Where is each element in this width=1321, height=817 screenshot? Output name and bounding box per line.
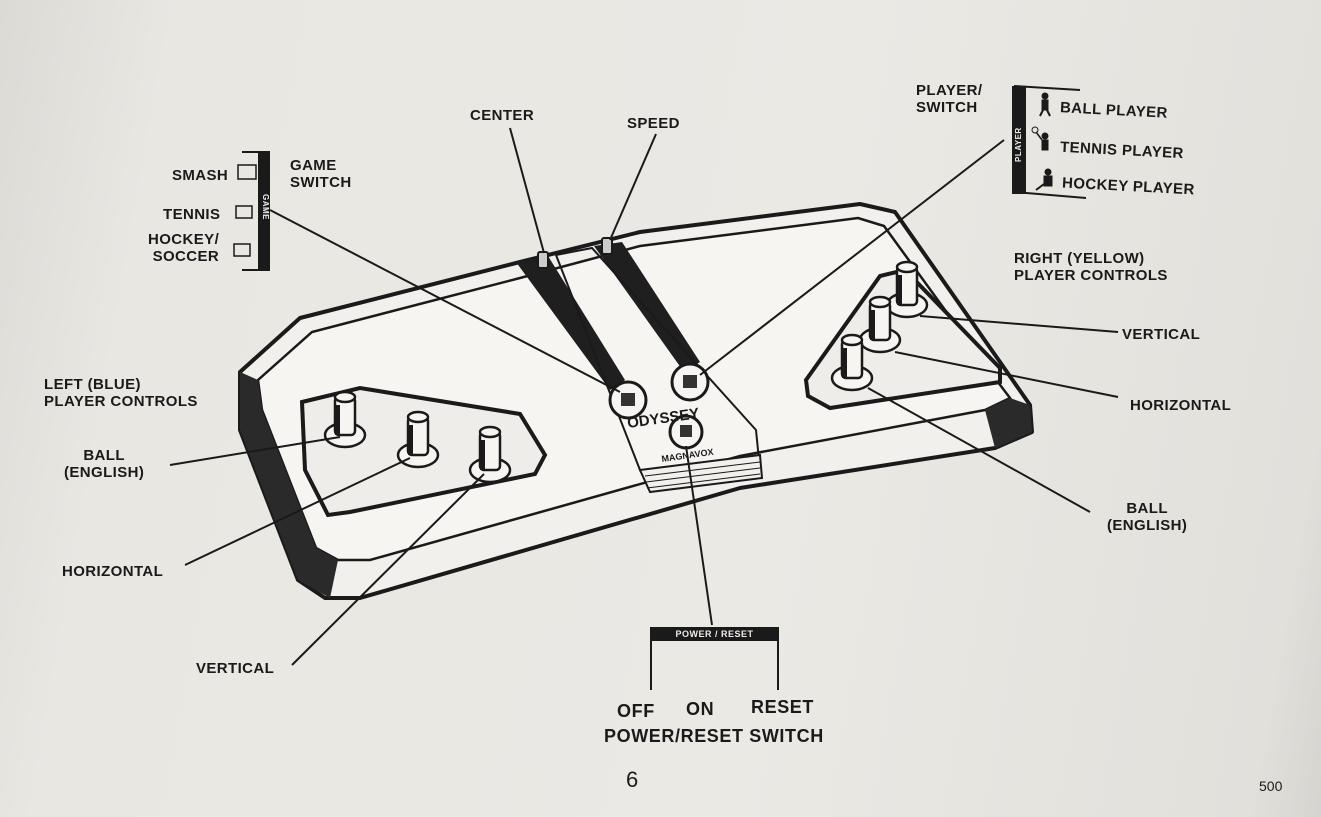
callout-lines bbox=[169, 127, 1119, 666]
left-ball-line-1: BALL bbox=[83, 447, 125, 464]
left-horizontal-knob bbox=[396, 410, 440, 469]
power-reset-tag: POWER / RESET bbox=[651, 628, 778, 640]
reset-label: RESET bbox=[751, 697, 815, 717]
game-switch-bracket bbox=[233, 151, 270, 271]
power-reset-switch-label: POWER/RESET SWITCH bbox=[604, 726, 824, 746]
player-switch-button bbox=[670, 362, 710, 402]
soccer-line: SOCCER bbox=[152, 248, 220, 265]
page-number: 6 bbox=[626, 767, 639, 792]
left-ball-label: BALL (ENGLISH) bbox=[64, 447, 144, 481]
game-switch-line-1: GAME bbox=[290, 157, 337, 174]
left-controls-line-1: LEFT (BLUE) bbox=[44, 376, 141, 393]
speed-label: SPEED bbox=[627, 115, 680, 132]
player-switch-bracket bbox=[1012, 85, 1087, 199]
player-switch-line-2: SWITCH bbox=[916, 99, 978, 116]
left-controls-label: LEFT (BLUE) PLAYER CONTROLS bbox=[44, 376, 198, 410]
off-label: OFF bbox=[617, 701, 655, 721]
game-switch-label: GAME SWITCH bbox=[290, 157, 352, 191]
right-ball-line-1: BALL bbox=[1126, 500, 1168, 517]
right-ball-label: BALL (ENGLISH) bbox=[1107, 500, 1187, 534]
right-horizontal-label: HORIZONTAL bbox=[1130, 397, 1232, 414]
center-knob bbox=[537, 251, 549, 269]
left-vertical-knob bbox=[468, 425, 512, 484]
player-tag: PLAYER bbox=[1014, 127, 1023, 162]
left-vertical-label: VERTICAL bbox=[196, 660, 275, 677]
on-label: ON bbox=[686, 699, 715, 719]
smash-label: SMASH bbox=[172, 167, 229, 184]
right-controls-line-2: PLAYER CONTROLS bbox=[1014, 267, 1168, 284]
left-horizontal-label: HORIZONTAL bbox=[62, 563, 164, 580]
left-ball-line-2: (ENGLISH) bbox=[64, 464, 145, 481]
hockey-line: HOCKEY/ bbox=[148, 231, 220, 248]
hockey-player-icon bbox=[1035, 168, 1053, 191]
right-vertical-knob bbox=[885, 260, 929, 319]
player-icons bbox=[1031, 92, 1053, 191]
hockey-soccer-label: HOCKEY/ SOCCER bbox=[148, 231, 219, 265]
left-controls-line-2: PLAYER CONTROLS bbox=[44, 393, 198, 410]
right-controls-label: RIGHT (YELLOW) PLAYER CONTROLS bbox=[1014, 250, 1168, 284]
page-code: 500 bbox=[1259, 778, 1283, 794]
game-tag: GAME bbox=[261, 194, 270, 220]
center-label: CENTER bbox=[470, 107, 535, 124]
ball-player-icon bbox=[1039, 92, 1051, 117]
tennis-player-icon bbox=[1031, 126, 1049, 151]
right-controls-line-1: RIGHT (YELLOW) bbox=[1014, 250, 1145, 267]
right-ball-knob bbox=[830, 333, 874, 392]
tennis-label: TENNIS bbox=[163, 206, 221, 223]
right-horizontal-knob bbox=[858, 295, 902, 354]
speed-knob bbox=[601, 237, 613, 255]
player-switch-label: PLAYER/ SWITCH bbox=[916, 82, 982, 116]
left-ball-knob bbox=[323, 390, 367, 449]
right-ball-line-2: (ENGLISH) bbox=[1107, 517, 1188, 534]
center-stripes bbox=[516, 242, 764, 494]
right-vertical-label: VERTICAL bbox=[1122, 326, 1201, 343]
game-switch-line-2: SWITCH bbox=[290, 174, 352, 191]
player-switch-line-1: PLAYER/ bbox=[916, 82, 983, 99]
